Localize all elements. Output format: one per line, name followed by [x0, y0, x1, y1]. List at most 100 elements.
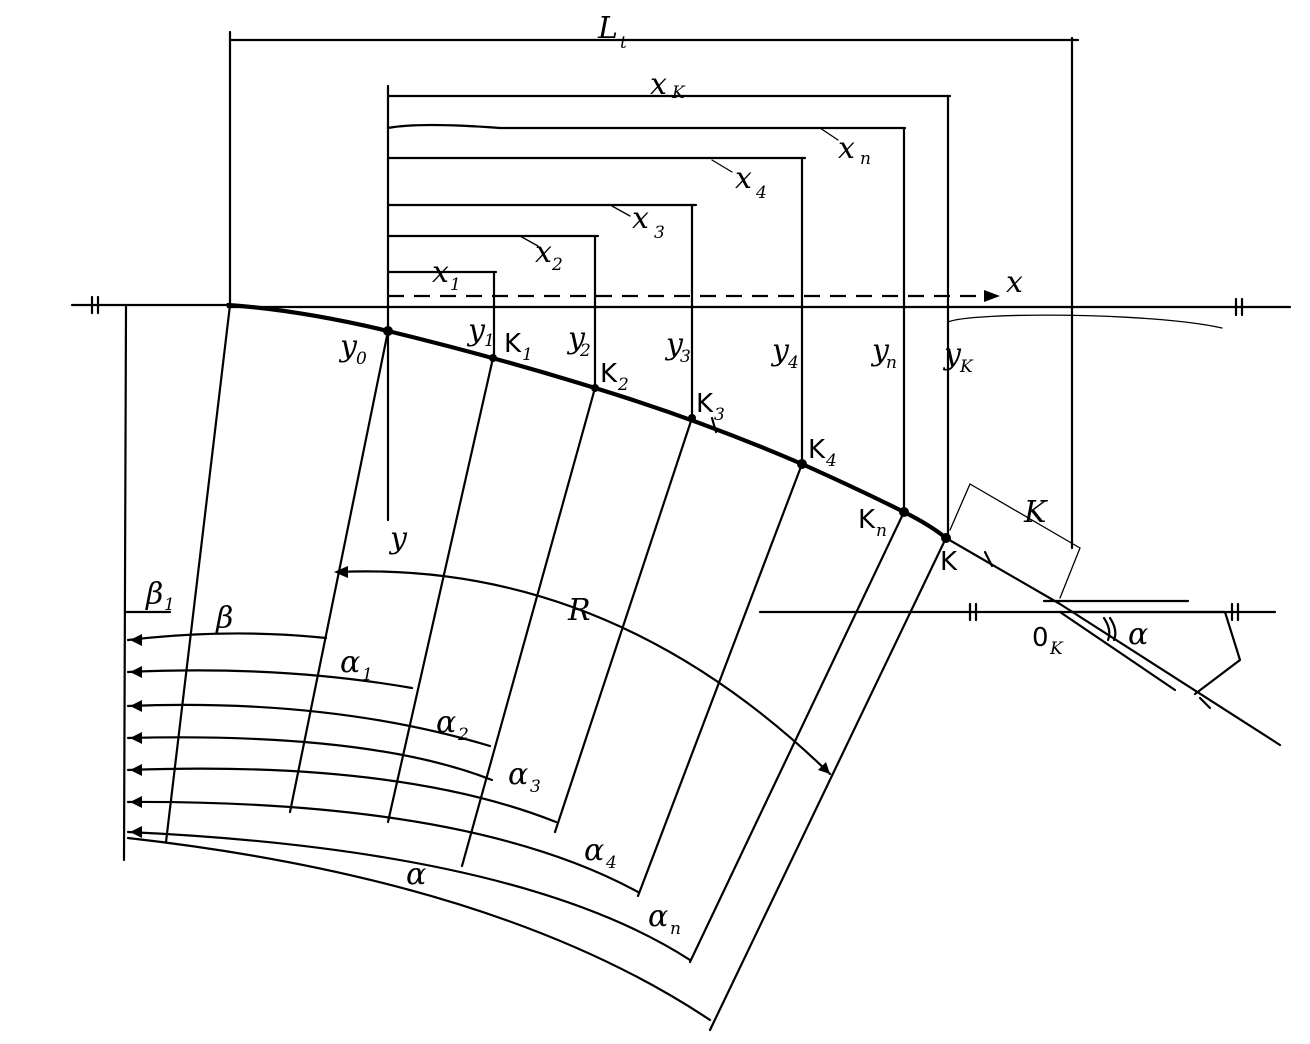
diverging-track	[944, 536, 1282, 747]
svg-text:n: n	[876, 521, 887, 541]
svg-text:K: K	[959, 357, 974, 377]
svg-text:x: x	[632, 201, 649, 236]
label-alpha2: α 2	[436, 705, 469, 745]
label-R: R	[567, 593, 591, 628]
svg-text:t: t	[620, 33, 627, 53]
straight-track	[70, 295, 1292, 329]
svg-text:K: K	[504, 329, 522, 359]
label-x4: x 4	[735, 161, 767, 203]
label-yk: y K	[942, 337, 974, 377]
label-x-axis: x	[1006, 265, 1023, 300]
svg-text:K: K	[671, 83, 686, 103]
label-x2: x 2	[535, 235, 563, 275]
svg-text:2: 2	[617, 375, 629, 395]
svg-text:0: 0	[1032, 623, 1049, 653]
dimension-x3	[386, 203, 698, 420]
angle-arcs	[124, 610, 712, 1022]
label-y1: y 1	[466, 313, 495, 351]
svg-text:4: 4	[825, 451, 837, 471]
svg-text:L: L	[597, 11, 618, 46]
svg-text:2: 2	[551, 255, 563, 275]
svg-text:x: x	[735, 161, 752, 196]
svg-text:1: 1	[450, 275, 461, 295]
svg-text:n: n	[886, 353, 897, 373]
dimension-xk	[386, 94, 952, 542]
label-Lt: L t	[597, 11, 627, 53]
label-x3: x 3	[632, 201, 665, 243]
label-beta1: β 1	[145, 577, 175, 615]
svg-text:3: 3	[714, 405, 725, 425]
dimension-x1	[386, 270, 498, 360]
svg-text:x: x	[838, 131, 855, 166]
svg-text:4: 4	[787, 353, 799, 373]
label-K1: K 1	[504, 329, 533, 365]
label-y0: y 0	[338, 329, 367, 369]
radial-lines	[122, 303, 948, 1032]
svg-text:3: 3	[654, 223, 665, 243]
label-x1: x 1	[432, 255, 461, 295]
svg-text:n: n	[860, 149, 871, 169]
svg-text:x: x	[432, 255, 449, 290]
dimension-xn	[386, 123, 907, 514]
svg-text:K: K	[1049, 639, 1064, 659]
svg-text:K: K	[600, 359, 618, 389]
svg-text:α: α	[340, 645, 360, 680]
leaders	[519, 127, 839, 247]
label-xk: x K	[650, 67, 686, 103]
svg-text:β: β	[145, 577, 163, 612]
svg-text:α: α	[584, 833, 604, 868]
svg-text:x: x	[535, 235, 552, 270]
svg-text:y: y	[942, 337, 962, 372]
label-y3: y 3	[664, 327, 691, 367]
svg-text:y: y	[338, 329, 358, 364]
label-Ok: 0 K	[1032, 623, 1064, 659]
svg-text:K: K	[808, 435, 826, 465]
label-xn: x n	[838, 131, 871, 169]
svg-text:K: K	[696, 389, 714, 419]
svg-text:1: 1	[164, 595, 175, 615]
label-K2: K 2	[600, 359, 629, 395]
label-alpha1: α 1	[340, 645, 373, 685]
svg-text:y: y	[870, 333, 890, 368]
label-K4: K 4	[808, 435, 837, 471]
dimension-Lt	[228, 30, 1080, 550]
svg-text:y: y	[664, 327, 684, 362]
label-y-axis: y	[388, 521, 408, 556]
label-K3: K 3	[696, 389, 725, 425]
svg-text:1: 1	[484, 331, 495, 351]
label-alpha3: α 3	[508, 757, 541, 797]
label-y4: y 4	[770, 333, 799, 373]
label-K-length: K	[1023, 495, 1048, 530]
svg-text:2: 2	[579, 341, 591, 361]
svg-text:α: α	[648, 899, 668, 934]
label-alphan: α n	[648, 899, 681, 939]
svg-text:K: K	[858, 505, 876, 535]
svg-text:0: 0	[356, 349, 367, 369]
svg-text:4: 4	[755, 183, 767, 203]
svg-text:3: 3	[680, 347, 691, 367]
label-Kn: K n	[858, 505, 887, 541]
svg-text:α: α	[508, 757, 528, 792]
label-alpha: α	[406, 857, 426, 892]
radius-arc	[336, 570, 832, 776]
svg-text:α: α	[436, 705, 456, 740]
label-beta: β	[215, 601, 233, 636]
svg-text:y: y	[466, 313, 486, 348]
x-axis	[388, 290, 1000, 302]
curved-track	[225, 302, 949, 541]
turnout	[758, 599, 1277, 710]
k-length-dimension	[949, 483, 1081, 599]
svg-text:1: 1	[362, 665, 373, 685]
label-alpha4: α 4	[584, 833, 617, 873]
svg-text:y: y	[566, 321, 586, 356]
label-yn: y n	[870, 333, 897, 373]
svg-text:y: y	[770, 333, 790, 368]
label-K: K	[940, 547, 958, 577]
svg-text:2: 2	[457, 725, 469, 745]
svg-text:3: 3	[530, 777, 541, 797]
dimension-x2	[386, 234, 600, 390]
svg-text:1: 1	[522, 345, 533, 365]
svg-text:x: x	[650, 67, 667, 102]
svg-text:4: 4	[605, 853, 617, 873]
